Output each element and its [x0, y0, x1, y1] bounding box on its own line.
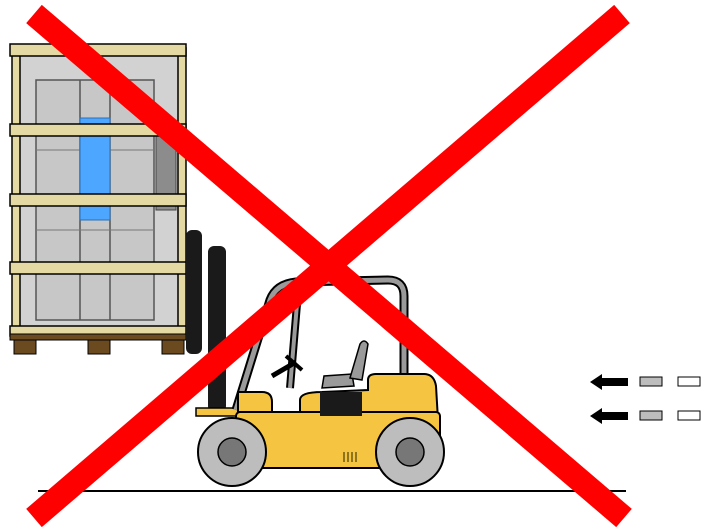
motion-indicator — [590, 374, 700, 424]
crate-post-left — [12, 48, 20, 338]
fork-mast-left — [186, 230, 202, 354]
motion-arrow-row — [590, 408, 700, 424]
crate-post-right — [178, 48, 186, 338]
engine-cover-shadow — [320, 392, 362, 416]
crate-slat — [10, 262, 186, 274]
motion-arrow-row — [590, 374, 700, 390]
motion-dash — [678, 377, 700, 386]
crated-appliance — [10, 44, 186, 354]
seat-cushion — [322, 374, 354, 388]
arrow-left-icon — [590, 408, 628, 424]
motion-dash — [640, 411, 662, 420]
fork-mast-right — [208, 246, 226, 412]
pallet — [10, 334, 186, 354]
body-front — [238, 392, 272, 412]
fork-blade — [196, 408, 240, 416]
motion-dash — [678, 411, 700, 420]
front-wheel — [198, 418, 266, 486]
crate-slat — [10, 194, 186, 206]
seat-back — [350, 341, 368, 380]
arrow-left-icon — [590, 374, 628, 390]
motion-dash — [640, 377, 662, 386]
rear-wheel — [376, 418, 444, 486]
